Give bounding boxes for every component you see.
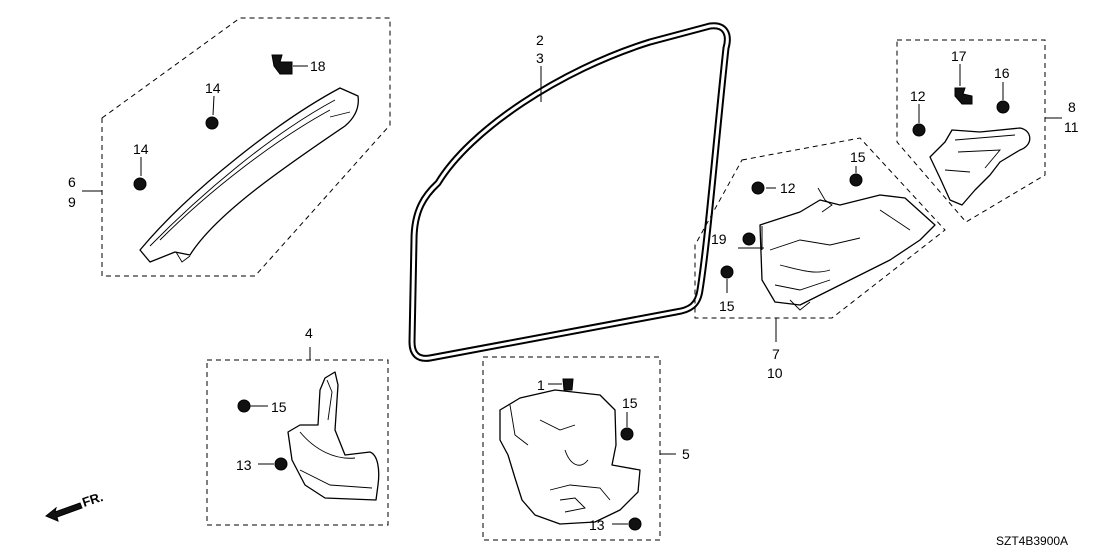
callout-13-kick: 13 [236,457,252,473]
rear-pillar-upper-garnish [929,127,1031,206]
callout-19: 19 [711,231,727,247]
callout-18: 18 [310,58,326,74]
clip-14-lower [133,177,147,191]
callout-12-upper: 12 [910,88,926,104]
clip-13-rear-kick [628,517,642,531]
front-pillar-group: 18 14 14 6 9 [68,17,391,277]
rear-kick-panel [499,389,641,525]
clip-16 [996,100,1010,114]
callout-15-rear-kick: 15 [622,395,638,411]
rear-kick-panel-group: 1 15 13 5 [482,356,690,541]
callout-5: 5 [682,446,690,462]
front-arrow-icon [45,502,83,522]
clip-15-lower [720,265,734,279]
clip-15-upper [849,173,863,187]
callout-6: 6 [68,174,76,190]
callout-14-lower: 14 [133,141,149,157]
callout-10: 10 [767,365,783,381]
clip-18 [271,54,293,75]
rear-pillar-upper-group: 17 16 12 8 11 [896,39,1079,223]
callout-3: 3 [536,50,544,66]
front-kick-panel [287,371,380,501]
callout-14-upper: 14 [205,80,221,96]
callout-4: 4 [305,325,313,341]
front-direction-indicator: FR. [45,489,105,522]
diagram-code: SZT4B3900A [996,534,1068,548]
clip-14-upper [205,116,219,130]
group-frame-7-10 [694,137,946,319]
rear-side-trim-group: 15 12 19 15 7 10 [694,137,946,381]
callout-17: 17 [951,48,967,64]
callout-12-lower: 12 [780,180,796,196]
front-kick-panel-group: 4 15 13 [206,325,389,526]
door-opening-weatherstrip-inner [410,24,729,360]
front-pillar-garnish [139,87,359,263]
clip-15-rear-kick [620,427,634,441]
callout-15-upper: 15 [850,149,866,165]
clip-13-kick [274,457,288,471]
clip-12-upper [912,123,926,137]
rear-side-trim [759,194,936,306]
group-frame-4 [206,359,389,526]
callout-15-lower: 15 [719,298,735,314]
group-frame-5 [482,356,661,541]
weatherstrip-group: 2 3 [408,22,731,362]
clip-17 [954,87,973,105]
callout-8: 8 [1068,99,1076,115]
callout-15-kick: 15 [271,399,287,415]
front-label: FR. [80,489,105,510]
callout-9: 9 [68,194,76,210]
clip-19 [742,232,756,246]
callout-2: 2 [536,32,544,48]
group-frame-8-11 [896,39,1046,223]
clip-15-kick [237,399,251,413]
clip-1 [562,378,574,391]
callout-16: 16 [994,65,1010,81]
callout-13-rear-kick: 13 [589,517,605,533]
callout-1: 1 [537,377,545,393]
group-frame-6-9 [101,17,391,277]
clip-12-lower [751,181,765,195]
callout-11: 11 [1064,119,1079,135]
callout-7: 7 [772,346,780,362]
